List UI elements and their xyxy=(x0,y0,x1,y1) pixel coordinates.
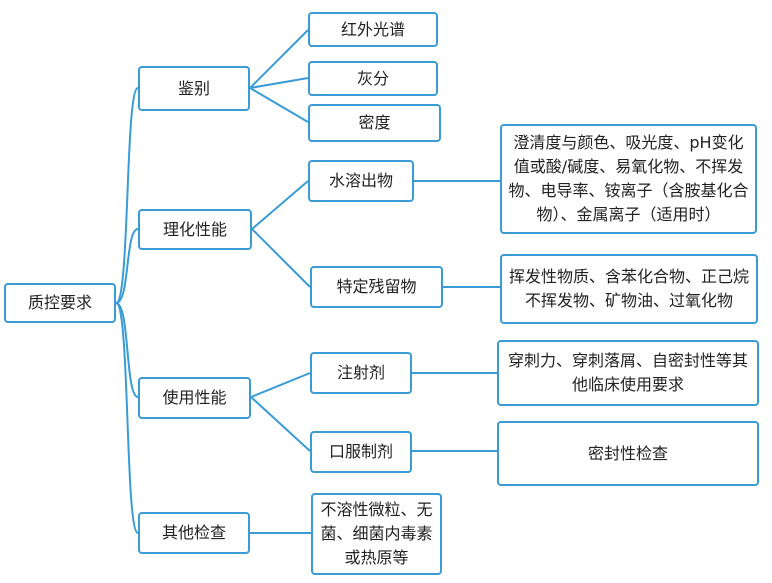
identification-node: 鉴别 xyxy=(138,66,250,111)
residue-detail-node: 挥发性物质、含苯化合物、正己烷不挥发物、矿物油、过氧化物 xyxy=(500,254,758,324)
connector-root-identification xyxy=(115,87,139,304)
water-extract-detail-node: 澄清度与颜色、吸光度、pH变化值或酸/碱度、易氧化物、不挥发物、电导率、铵离子（… xyxy=(500,124,757,234)
other-node: 其他检查 xyxy=(138,512,250,554)
identification-label: 鉴别 xyxy=(177,78,210,98)
density-label: 密度 xyxy=(358,113,391,132)
physchem-node: 理化性能 xyxy=(138,209,252,250)
oral-node: 口服制剂 xyxy=(310,431,412,473)
usage-node: 使用性能 xyxy=(138,377,251,419)
connector-root-other xyxy=(115,302,139,534)
water-extract-node: 水溶出物 xyxy=(308,160,414,202)
ir-spectrum-node: 红外光谱 xyxy=(308,12,438,47)
injection-label: 注射剂 xyxy=(336,363,385,382)
ash-node: 灰分 xyxy=(308,61,438,96)
oral-detail-node: 密封性检查 xyxy=(497,421,759,486)
density-node: 密度 xyxy=(308,104,441,142)
physchem-label: 理化性能 xyxy=(162,219,227,239)
other-detail-node: 不溶性微粒、无菌、细菌内毒素或热原等 xyxy=(311,493,442,575)
injection-node: 注射剂 xyxy=(310,352,412,394)
root-node: 质控要求 xyxy=(4,283,116,323)
water-extract-label: 水溶出物 xyxy=(328,171,393,190)
connector-identification-density xyxy=(249,87,309,123)
ash-label: 灰分 xyxy=(356,68,389,88)
injection-detail: 穿刺力、穿刺落屑、自密封性等其他临床使用要求 xyxy=(507,351,748,394)
connector-identification-ash xyxy=(249,77,309,89)
ir-spectrum-label: 红外光谱 xyxy=(340,19,405,39)
residue-label: 特定残留物 xyxy=(336,277,417,296)
oral-label: 口服制剂 xyxy=(328,442,393,461)
injection-detail-node: 穿刺力、穿刺落屑、自密封性等其他临床使用要求 xyxy=(497,340,759,406)
connector-usage-oral xyxy=(250,396,311,452)
connector-identification-ir xyxy=(249,29,309,89)
usage-label: 使用性能 xyxy=(162,388,227,407)
connector-root-physchem xyxy=(115,228,139,304)
residue-detail: 挥发性物质、含苯化合物、正己烷不挥发物、矿物油、过氧化物 xyxy=(508,267,749,310)
water-extract-detail: 澄清度与颜色、吸光度、pH变化值或酸/碱度、易氧化物、不挥发物、电导率、铵离子（… xyxy=(508,133,749,224)
residue-node: 特定残留物 xyxy=(310,266,443,308)
other-label: 其他检查 xyxy=(161,523,226,542)
root-label: 质控要求 xyxy=(27,293,92,312)
connector-usage-injection xyxy=(250,372,311,398)
other-detail: 不溶性微粒、无菌、细菌内毒素或热原等 xyxy=(320,500,433,567)
connector-root-usage xyxy=(115,302,139,398)
connector-physchem-water xyxy=(251,180,309,230)
connector-physchem-residue xyxy=(251,228,311,288)
oral-detail: 密封性检查 xyxy=(587,443,668,463)
